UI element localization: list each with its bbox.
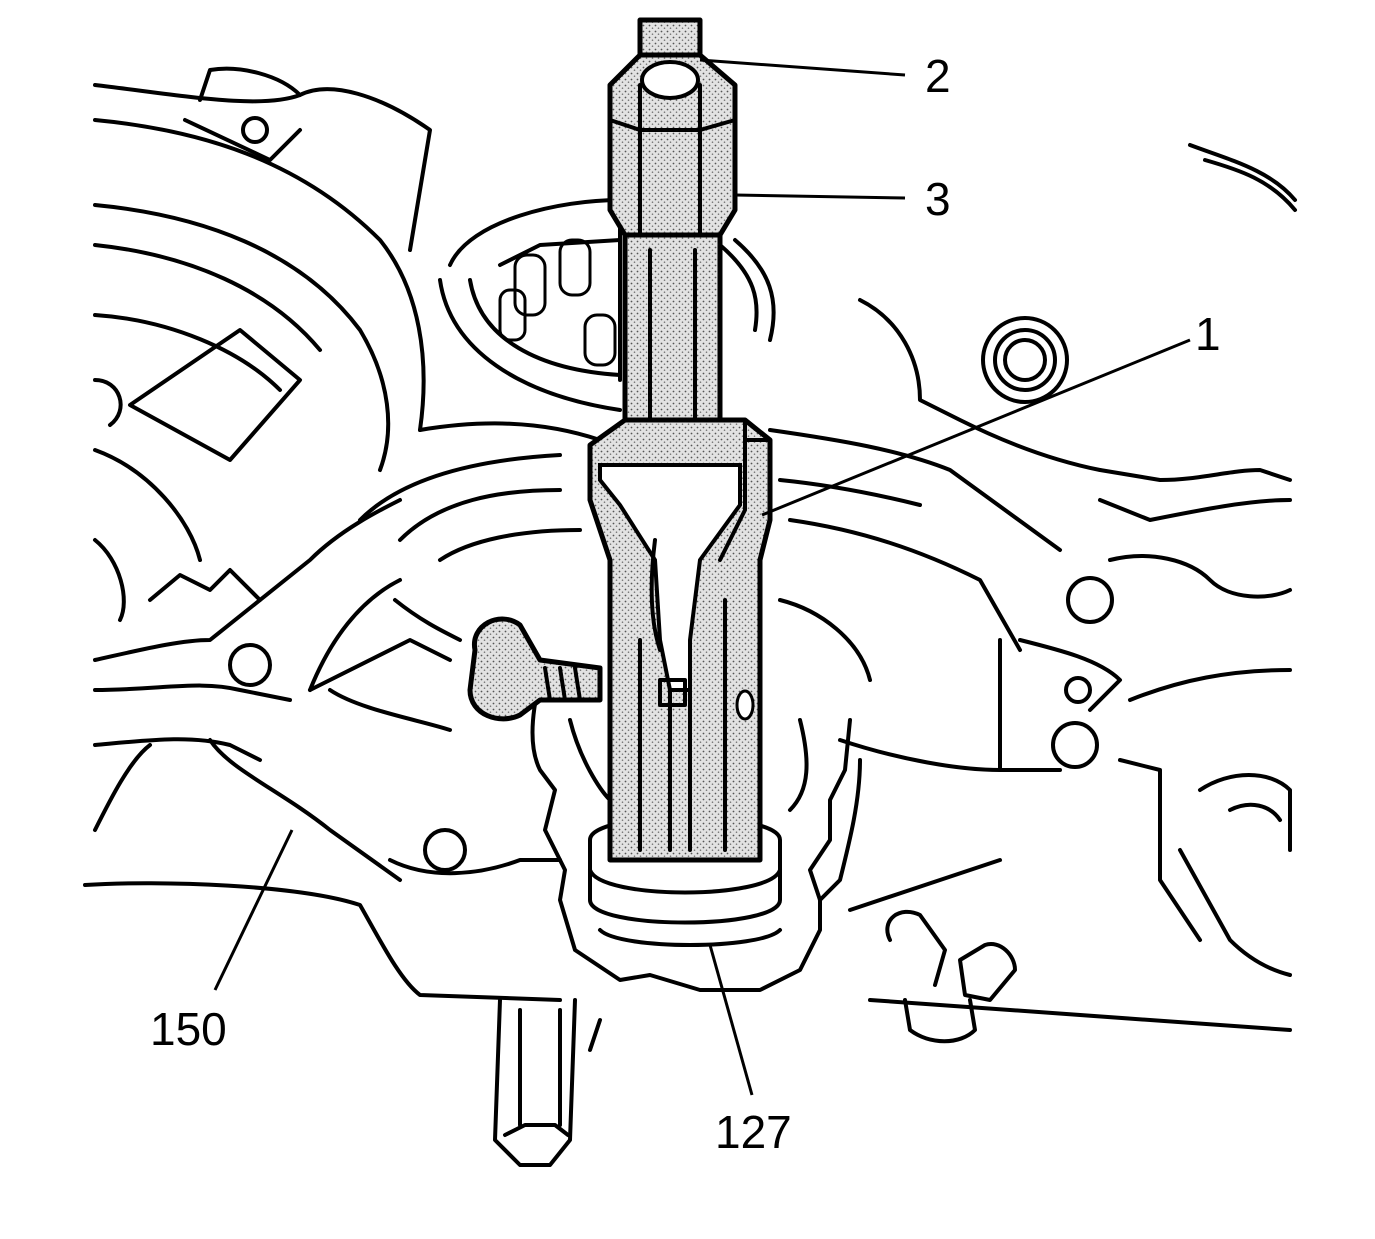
leader-lines [213, 58, 1191, 1096]
remover-tool-1 [467, 17, 773, 863]
callout-3: 3 [925, 173, 951, 225]
thumb-screw [467, 616, 603, 722]
callout-labels: 2 3 1 150 127 [150, 50, 1221, 1158]
callout-1: 1 [1195, 308, 1221, 360]
leader-150 [213, 829, 294, 991]
callout-2: 2 [925, 50, 951, 102]
leader-3 [734, 193, 906, 200]
leader-2 [699, 58, 906, 77]
leader-127 [708, 944, 754, 1096]
transmission-case [83, 66, 1297, 1167]
callout-127: 127 [715, 1106, 792, 1158]
callout-150: 150 [150, 1003, 227, 1055]
leader-1 [761, 338, 1191, 517]
